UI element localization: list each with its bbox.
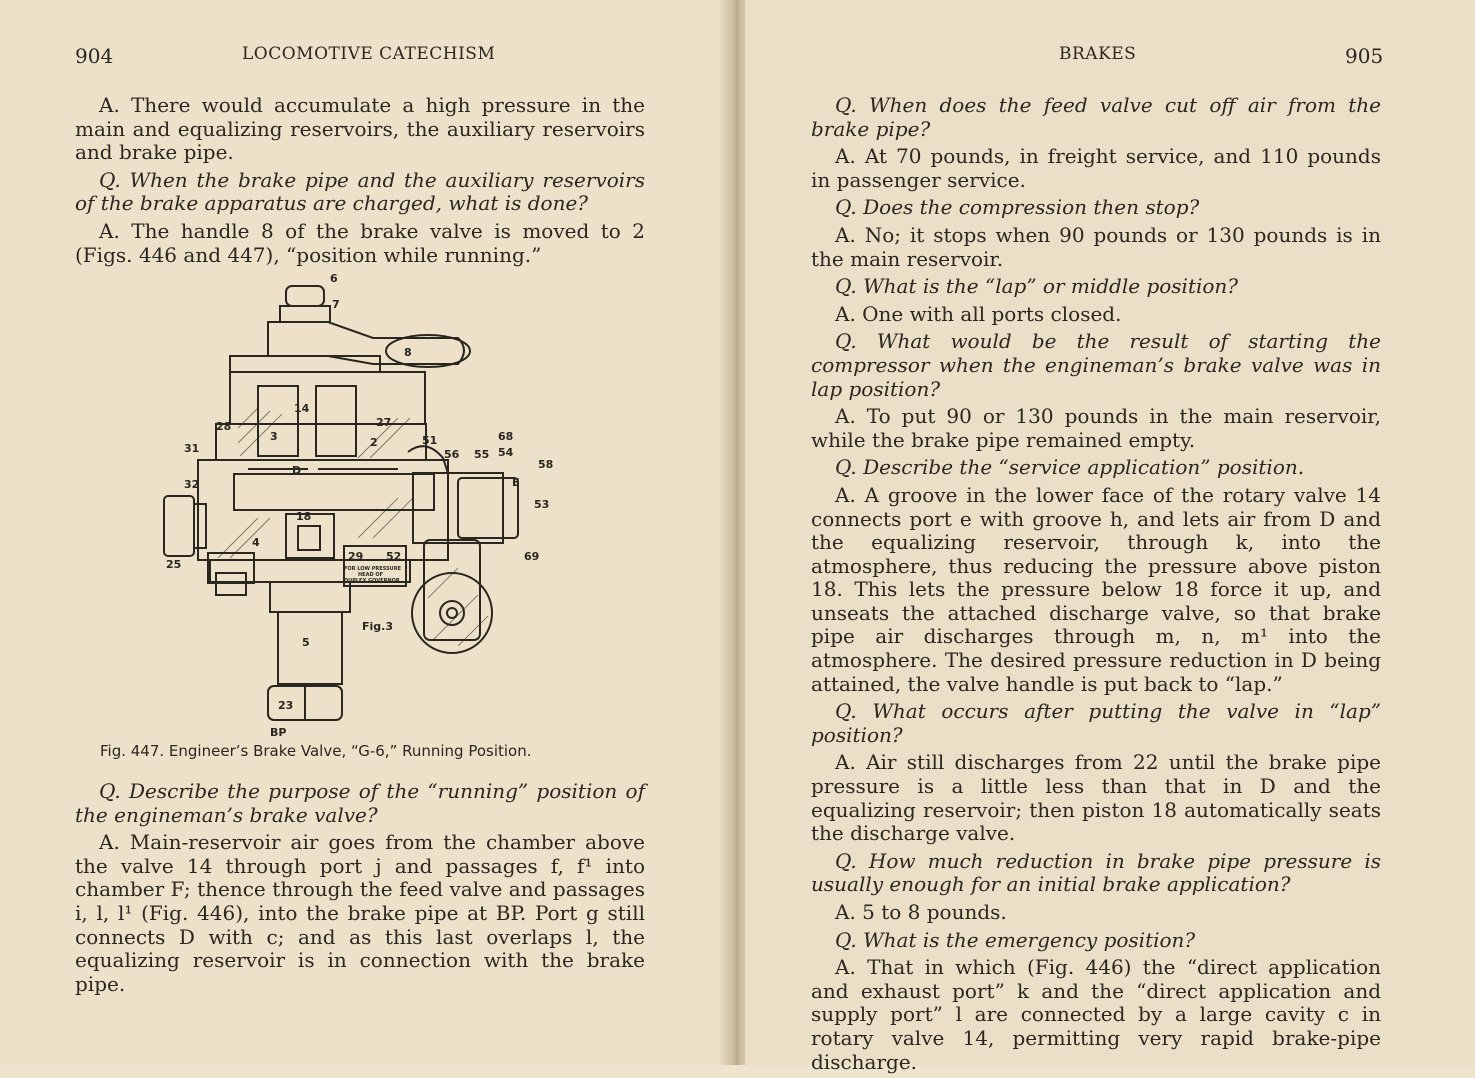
fig-label: 29 xyxy=(348,550,363,563)
left-running-head: LOCOMOTIVE CATECHISM xyxy=(242,44,496,64)
answer-paragraph: A. At 70 pounds, in freight service, and… xyxy=(811,144,1381,192)
answer-paragraph: A. A groove in the lower face of the rot… xyxy=(811,482,1381,696)
fig-label: 3 xyxy=(270,430,278,443)
fig-label: D xyxy=(292,464,301,477)
fig-label: E xyxy=(512,476,520,489)
question-paragraph: Q. How much reduction in brake pipe pres… xyxy=(811,848,1381,897)
right-text: Q. When does the feed valve cut off air … xyxy=(811,93,1381,1078)
brake-valve-figure: 6 7 8 14 28 27 3 2 31 51 56 55 54 68 58 … xyxy=(158,268,578,739)
right-running-head: BRAKES xyxy=(1059,44,1137,64)
fig-label: 27 xyxy=(376,416,391,429)
answer-paragraph: A. The handle 8 of the brake valve is mo… xyxy=(75,218,645,267)
figure-caption: Fig. 447. Engineer’s Brake Valve, “G-6,”… xyxy=(100,742,532,760)
question-paragraph: Q. What is the “lap” or middle position? xyxy=(835,274,1239,299)
fig-label: 52 xyxy=(386,550,401,563)
fig-label: 51 xyxy=(422,434,437,447)
answer-paragraph: A. There would accumulate a high pressur… xyxy=(75,93,645,165)
question-paragraph: Q. What would be the result of starting … xyxy=(811,329,1381,401)
fig-label: 31 xyxy=(184,442,199,455)
fig-label: DUPLEX GOVERNOR xyxy=(344,578,400,584)
fig-label: 68 xyxy=(498,430,513,443)
left-page: 904 LOCOMOTIVE CATECHISM A. There would … xyxy=(0,0,730,1065)
fig-label: Fig.3 xyxy=(362,620,393,633)
answer-paragraph: A. No; it stops when 90 pounds or 130 po… xyxy=(811,222,1381,271)
fig-label: 32 xyxy=(184,478,199,491)
fig-label: HEAD OF xyxy=(358,572,383,578)
fig-label: 56 xyxy=(444,448,460,461)
fig-label: 54 xyxy=(498,446,514,459)
fig-label: 28 xyxy=(216,420,231,433)
fig-label: 2 xyxy=(370,436,378,449)
left-page-number: 904 xyxy=(75,44,114,68)
answer-paragraph: A. One with all ports closed. xyxy=(835,301,1122,326)
answer-paragraph: A. Main-reservoir air goes from the cham… xyxy=(75,830,645,996)
left-top-text: A. There would accumulate a high pressur… xyxy=(75,93,645,267)
answer-paragraph: A. 5 to 8 pounds. xyxy=(835,900,1007,924)
right-page-number: 905 xyxy=(1345,44,1384,68)
question-paragraph: Q. What is the emergency position? xyxy=(835,927,1196,952)
fig-label: 69 xyxy=(524,550,539,563)
question-paragraph: Q. Describe the purpose of the “running”… xyxy=(75,779,645,827)
fig-label: 5 xyxy=(302,636,310,649)
fig-label: 18 xyxy=(296,510,311,523)
fig-label: 7 xyxy=(332,298,340,311)
question-paragraph: Q. Describe the “service application” po… xyxy=(835,455,1305,480)
answer-paragraph: A. Air still discharges from 22 until th… xyxy=(811,750,1381,846)
question-paragraph: Q. When does the feed valve cut off air … xyxy=(811,93,1381,141)
fig-label: 4 xyxy=(252,536,260,549)
fig-label: 8 xyxy=(404,346,412,359)
fig-label: BP xyxy=(270,726,286,738)
fig-label: 14 xyxy=(294,402,310,415)
fig-label: 6 xyxy=(330,272,338,285)
fig-label: 58 xyxy=(538,458,553,471)
fig-label: 25 xyxy=(166,558,181,571)
question-paragraph: Q. Does the compression then stop? xyxy=(835,195,1200,220)
right-page: BRAKES 905 Q. When does the feed valve c… xyxy=(745,0,1475,1073)
answer-paragraph: A. That in which (Fig. 446) the “direct … xyxy=(811,955,1381,1074)
brake-valve-diagram: 6 7 8 14 28 27 3 2 31 51 56 55 54 68 58 … xyxy=(163,272,553,739)
question-paragraph: Q. What occurs after putting the valve i… xyxy=(811,699,1381,747)
fig-label: 23 xyxy=(278,699,293,712)
answer-paragraph: A. To put 90 or 130 pounds in the main r… xyxy=(811,404,1381,452)
question-paragraph: Q. When the brake pipe and the auxiliary… xyxy=(75,167,645,216)
left-bottom-text: Q. Describe the purpose of the “running”… xyxy=(75,779,645,1000)
fig-label: 55 xyxy=(474,448,489,461)
fig-label: 53 xyxy=(534,498,549,511)
fig-label: FOR LOW PRESSURE xyxy=(344,566,402,572)
